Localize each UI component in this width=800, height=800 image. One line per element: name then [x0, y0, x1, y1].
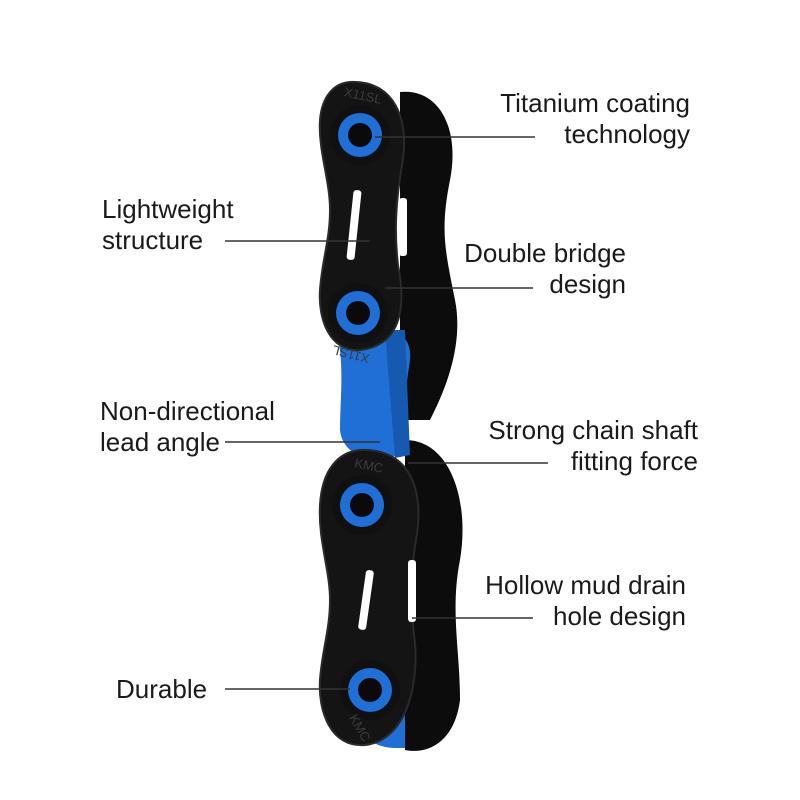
callout-non-directional: Non-directional lead angle [100, 396, 320, 458]
callout-double-bridge: Double bridge design [440, 238, 626, 300]
callout-strong-chain-shaft: Strong chain shaft fitting force [460, 415, 698, 477]
callout-non-directional-line1: Non-directional [100, 396, 275, 426]
callout-titanium-coating: Titanium coating technology [470, 88, 690, 150]
chain-top-plate [318, 80, 407, 352]
callout-lightweight-line2: structure [102, 225, 204, 255]
callout-double-bridge-line2: design [549, 269, 626, 299]
callout-hollow-mud-line1: Hollow mud drain [485, 570, 686, 600]
chain-lower-plate [318, 448, 420, 747]
callout-double-bridge-line1: Double bridge [464, 238, 626, 268]
callout-lightweight-line1: Lightweight [102, 194, 234, 224]
callout-strong-shaft-line1: Strong chain shaft [488, 415, 698, 445]
callout-strong-shaft-line2: fitting force [570, 446, 698, 476]
callout-hollow-mud-drain: Hollow mud drain hole design [450, 570, 686, 632]
callout-non-directional-line2: lead angle [100, 427, 220, 457]
callout-durable-line1: Durable [116, 674, 208, 704]
callout-titanium-line2: technology [564, 119, 690, 149]
callout-durable: Durable [116, 674, 236, 705]
callout-titanium-line1: Titanium coating [500, 88, 690, 118]
lower-plate-lettering: KMC [353, 455, 384, 476]
callout-hollow-mud-line2: hole design [553, 601, 686, 631]
callout-lightweight-structure: Lightweight structure [102, 194, 302, 256]
